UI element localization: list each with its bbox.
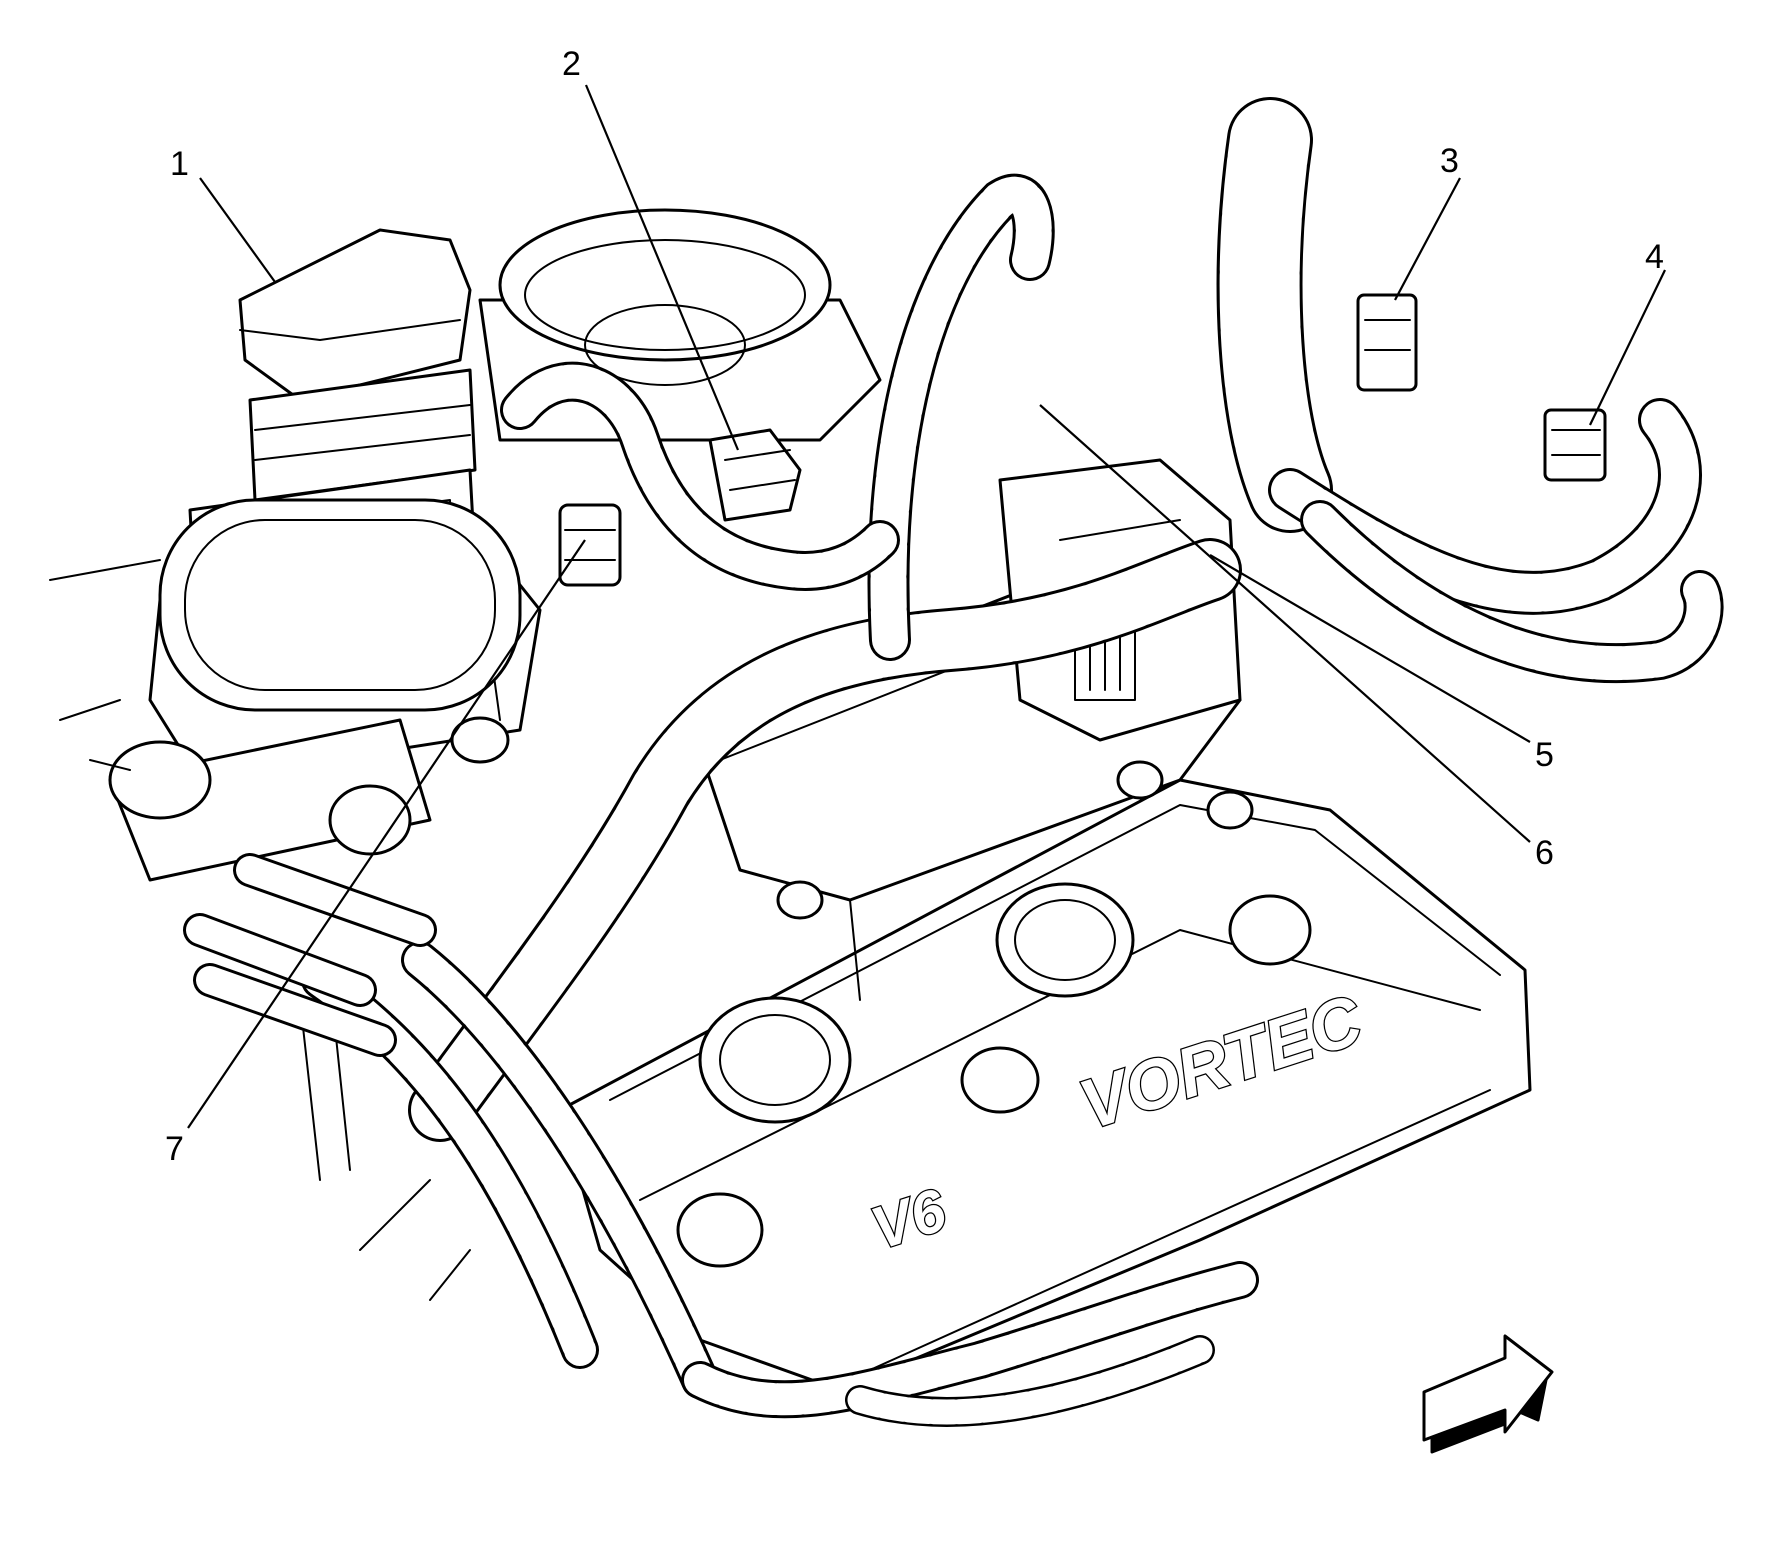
- leader-lines: [187, 84, 1666, 1129]
- callout-4: 4: [1645, 238, 1664, 276]
- callout-5: 5: [1535, 736, 1554, 774]
- component-3-connector: [1356, 293, 1418, 392]
- component-7-connector: [558, 503, 622, 587]
- component-2-connector: [708, 428, 802, 522]
- callout-6: 6: [1535, 834, 1554, 872]
- callout-labels: 1 2 3 4 5 6 7: [165, 45, 1664, 1168]
- callout-7: 7: [165, 1130, 184, 1168]
- callout-1: 1: [170, 145, 189, 183]
- callout-3: 3: [1440, 142, 1459, 180]
- callout-2: 2: [562, 45, 581, 83]
- front-direction-arrow-icon: [1422, 1334, 1554, 1454]
- valve-cover-ports: [676, 760, 1312, 1268]
- oval-cover: [158, 498, 522, 712]
- wiring-harness: [183, 97, 1724, 1427]
- component-4-connector: [1543, 408, 1607, 482]
